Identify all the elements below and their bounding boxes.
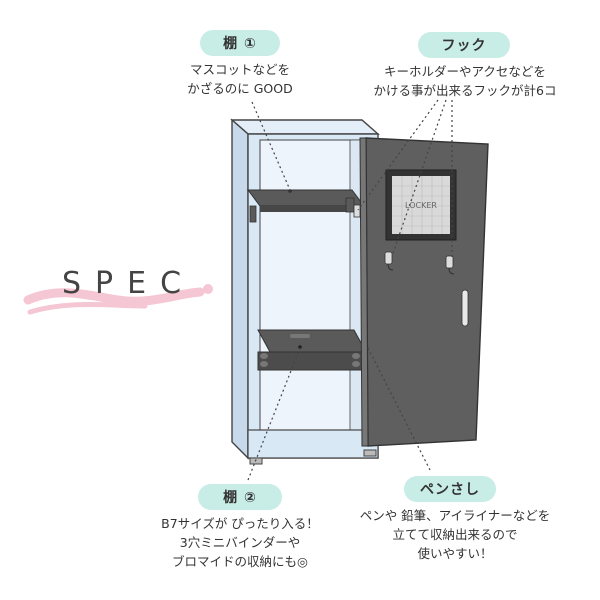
shelf1-label: 棚 ①	[200, 30, 280, 56]
shelf2-line-1: B7サイズが ぴったり入る！	[161, 516, 319, 531]
shelf1-line-1: マスコットなどを	[189, 62, 290, 77]
hook-label: フック	[418, 32, 510, 58]
pen-holder-description: ペンや 鉛筆、アイライナーなどを 立てて収納出来るので 使いやすい！	[340, 506, 570, 563]
shelf2-description: B7サイズが ぴったり入る！ 3穴ミニバインダーや ブロマイドの収納にも◎	[130, 514, 350, 571]
pen-holder-label: ペンさし	[404, 476, 496, 502]
shelf1-description: マスコットなどを かざるのに GOOD	[150, 60, 330, 98]
pen-line-2: 立てて収納出来るので	[392, 527, 518, 542]
pen-line-1: ペンや 鉛筆、アイライナーなどを	[359, 508, 551, 523]
pen-line-3: 使いやすい！	[417, 546, 493, 561]
door-label: LOCKER	[405, 201, 437, 210]
shelf2-line-3: ブロマイドの収納にも◎	[172, 554, 308, 569]
shelf1-line-2: かざるのに GOOD	[187, 81, 293, 96]
hook-description: キーホルダーやアクセなどを かける事が出来るフックが計6コ	[365, 62, 565, 100]
shelf2-line-2: 3穴ミニバインダーや	[179, 535, 301, 550]
hook-line-1: キーホルダーやアクセなどを	[384, 64, 546, 79]
shelf2-label: 棚 ②	[198, 484, 282, 510]
hook-line-2: かける事が出来るフックが計6コ	[373, 83, 557, 98]
spec-heading: SPEC	[62, 266, 196, 301]
